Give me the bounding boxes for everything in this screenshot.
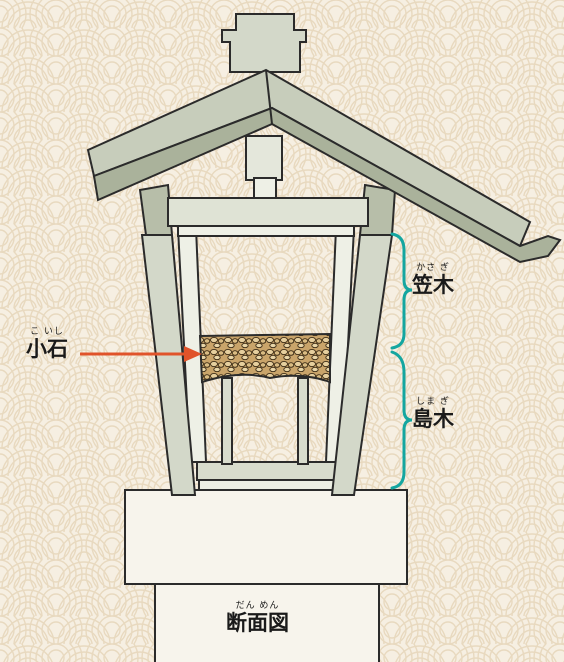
pebble-layer — [198, 332, 331, 384]
upper-beam — [167, 197, 369, 237]
kasagi-label: かさ ぎ 笠木 — [412, 264, 454, 296]
roof-finial — [221, 13, 307, 199]
koishi-ruby: こ いし — [30, 327, 64, 337]
shimagi-frame — [196, 377, 338, 491]
roof — [86, 68, 562, 264]
danmenzu-label: だん めん 断面図 — [226, 602, 289, 634]
shimagi-ruby: しま ぎ — [416, 397, 450, 407]
koishi-text: 小石 — [26, 337, 68, 361]
shimagi-bracket — [390, 350, 413, 490]
shimagi-text: 島木 — [412, 407, 454, 431]
koishi-label: こ いし 小石 — [26, 328, 68, 360]
shimagi-label: しま ぎ 島木 — [412, 398, 454, 430]
kasagi-ruby: かさ ぎ — [416, 263, 450, 273]
kasagi-text: 笠木 — [412, 273, 454, 297]
kasagi-bracket — [390, 232, 413, 350]
danmenzu-text: 断面図 — [226, 611, 289, 635]
pedestal — [124, 489, 408, 662]
koishi-arrow — [80, 346, 202, 362]
danmenzu-ruby: だん めん — [235, 601, 280, 611]
